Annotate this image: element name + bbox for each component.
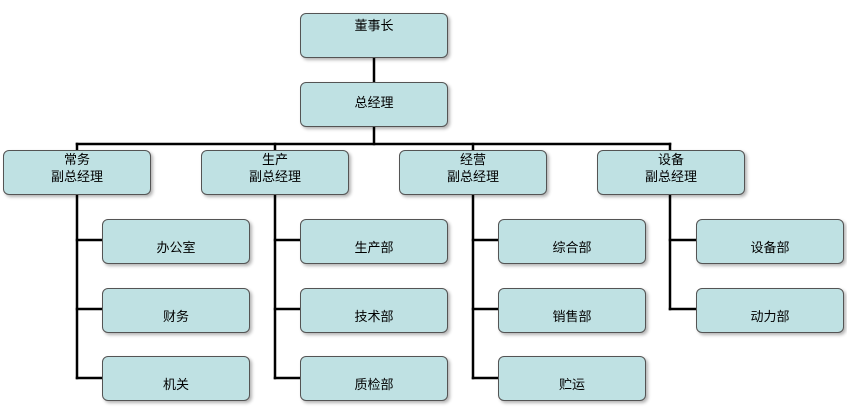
department-label: 销售部 — [552, 310, 592, 325]
department-box: 生产部 — [300, 219, 448, 264]
department-box: 动力部 — [696, 288, 844, 333]
department-label: 质检部 — [354, 378, 394, 393]
department-label: 机关 — [162, 378, 189, 393]
department-box: 质检部 — [300, 356, 448, 401]
department-box: 财务 — [102, 288, 250, 333]
general-manager-box: 总经理 — [300, 82, 448, 127]
vp-title: 常务 副总经理 — [50, 153, 103, 185]
vp-title: 设备 副总经理 — [644, 153, 697, 185]
department-box: 技术部 — [300, 288, 448, 333]
vp-box-1: 常务 副总经理 — [3, 150, 151, 195]
department-label: 综合部 — [552, 241, 592, 256]
department-label: 办公室 — [156, 241, 196, 256]
department-label: 贮运 — [558, 378, 585, 393]
vp-box-2: 生产 副总经理 — [201, 150, 349, 195]
department-label: 技术部 — [354, 310, 394, 325]
chairman-box: 董事长 — [300, 13, 448, 58]
chairman-label: 董事长 — [354, 19, 394, 34]
vp-title: 生产 副总经理 — [248, 153, 301, 185]
vp-title: 经营 副总经理 — [446, 153, 499, 185]
department-box: 办公室 — [102, 219, 250, 264]
department-box: 设备部 — [696, 219, 844, 264]
department-box: 销售部 — [498, 288, 646, 333]
vp-box-4: 设备 副总经理 — [597, 150, 745, 195]
department-label: 生产部 — [354, 241, 394, 256]
department-label: 设备部 — [750, 241, 790, 256]
department-box: 机关 — [102, 356, 250, 401]
department-box: 贮运 — [498, 356, 646, 401]
department-box: 综合部 — [498, 219, 646, 264]
vp-box-3: 经营 副总经理 — [399, 150, 547, 195]
department-label: 财务 — [162, 310, 189, 325]
general-manager-label: 总经理 — [354, 96, 394, 111]
department-label: 动力部 — [750, 310, 790, 325]
